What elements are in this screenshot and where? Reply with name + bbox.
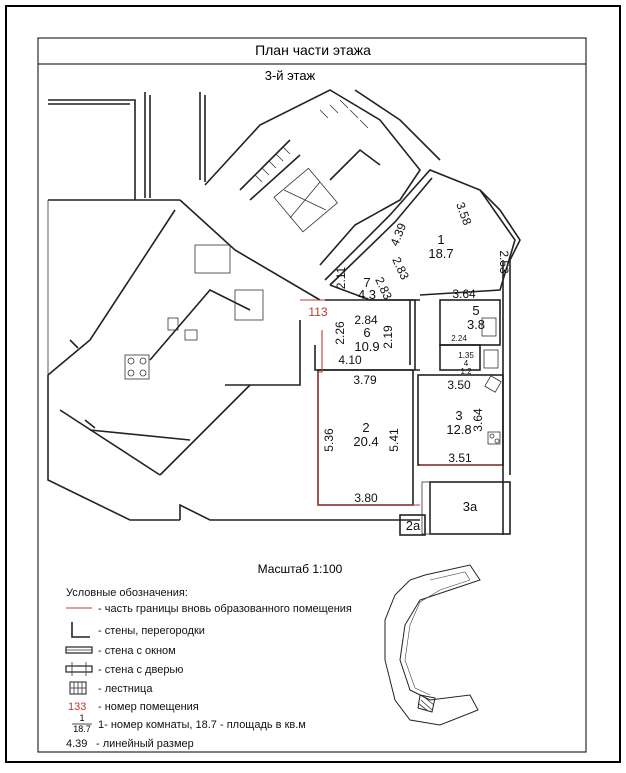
dim-room2-a: 3.79 xyxy=(353,373,377,387)
dim-room1-b: 3.58 xyxy=(453,200,474,227)
legend-item-fraction: 1- номер комнаты, 18.7 - площадь в кв.м xyxy=(98,719,306,731)
dim-room5-a: 2.24 xyxy=(451,334,467,343)
legend-item-linear-size: - линейный размер xyxy=(96,738,194,750)
room2-number: 2 xyxy=(362,420,369,435)
legend-fraction-den: 18.7 xyxy=(73,724,91,734)
room2-area: 20.4 xyxy=(353,434,378,449)
dim-room1-c: 2.53 xyxy=(497,250,511,274)
legend-linear-size-symbol: 4.39 xyxy=(66,738,87,750)
scale-label: Масштаб 1:100 xyxy=(258,562,343,576)
legend-door-symbol xyxy=(65,665,93,673)
plan-title: План части этажа xyxy=(255,42,371,58)
room3a-label: 3а xyxy=(463,499,478,514)
dim-room3-c: 3.51 xyxy=(448,451,472,465)
dim-room7-a: 2.11 xyxy=(334,266,348,289)
room3-number: 3 xyxy=(455,408,462,423)
room7-area: 4.3 xyxy=(358,287,376,302)
dim-room6-c: 2.19 xyxy=(381,325,395,349)
room2a-label: 2а xyxy=(406,518,421,533)
room7-number: 7 xyxy=(363,275,370,290)
legend-item-door: - стена с дверью xyxy=(98,664,183,676)
dim-room2-d: 3.80 xyxy=(354,491,378,505)
legend-title: Условные обозначения: xyxy=(66,587,188,599)
inner-frame xyxy=(37,37,587,753)
key-plan-highlight xyxy=(417,694,436,713)
legend-fraction-num: 1 xyxy=(79,713,84,723)
room4-number: 4 xyxy=(464,359,469,368)
dim-room6-b: 2.26 xyxy=(333,321,347,345)
floor-label: 3-й этаж xyxy=(265,68,316,83)
stair-core xyxy=(204,89,441,266)
dim-room3-a: 3.50 xyxy=(447,378,471,392)
legend-item-stairs: - лестница xyxy=(98,683,153,695)
dim-room2-b: 5.36 xyxy=(322,428,336,452)
dimension-labels: 4.39 3.58 2.53 3.64 2.83 2.11 2.83 2.84 … xyxy=(322,200,511,505)
dim-room1-a: 4.39 xyxy=(387,221,409,248)
legend-wall-symbol xyxy=(71,622,90,638)
apartment-number: 113 xyxy=(308,305,327,319)
room1-area: 18.7 xyxy=(428,246,453,261)
room1-number: 1 xyxy=(437,232,444,247)
dim-room3-b: 3.64 xyxy=(471,408,485,432)
room4-dim: 1.35 xyxy=(458,351,474,360)
room6-area: 10.9 xyxy=(354,339,379,354)
legend-room-number-symbol: 133 xyxy=(68,701,86,713)
room5-number: 5 xyxy=(472,303,479,318)
dim-room6-a: 2.84 xyxy=(354,313,378,327)
legend-item-red-line: - часть границы вновь образованного поме… xyxy=(98,603,352,615)
legend-item-room-number: - номер помещения xyxy=(98,701,199,713)
legend-item-window: - стена с окном xyxy=(98,645,176,657)
legend-item-wall: - стены, перегородки xyxy=(98,625,205,637)
outer-frame xyxy=(5,5,621,763)
key-plan xyxy=(384,564,481,726)
room4-area: 1.2 xyxy=(460,367,472,376)
room3-area: 12.8 xyxy=(446,422,471,437)
dim-room6-d: 4.10 xyxy=(338,353,362,367)
room5-area: 3.8 xyxy=(467,317,485,332)
room-labels: 1 18.7 7 4.3 6 10.9 5 3.8 1.35 4 1.2 2 2… xyxy=(308,232,485,533)
legend: Условные обозначения: - часть границы вн… xyxy=(65,587,352,750)
room6-number: 6 xyxy=(363,325,370,340)
dim-room1-d: 3.64 xyxy=(452,287,476,301)
dim-room2-c: 5.41 xyxy=(387,428,401,452)
left-wing-walls xyxy=(47,92,420,521)
dim-room1-e: 2.83 xyxy=(389,255,412,282)
apartment-113 xyxy=(47,169,521,536)
